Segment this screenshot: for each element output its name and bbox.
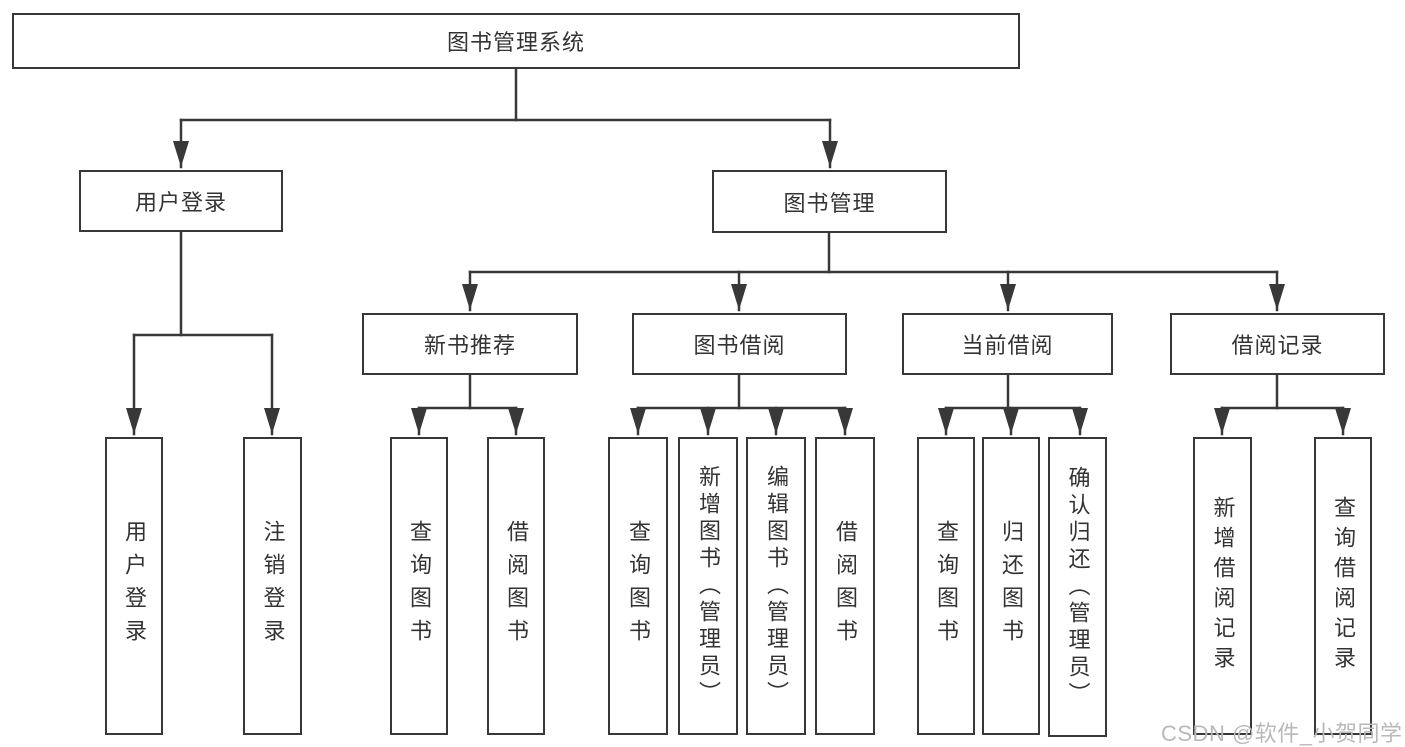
leaf-br-query-record: 查询借阅记录 xyxy=(1314,437,1372,735)
leaf-cb-confirm-return-admin-label: 确认归还（管理员） xyxy=(1065,465,1091,709)
node-book-borrow-label: 图书借阅 xyxy=(693,333,786,358)
connector-current-borrow-children xyxy=(938,373,1088,436)
leaf-br-add-record: 新增借阅记录 xyxy=(1193,437,1252,735)
leaf-cb-return-books: 归还图书 xyxy=(982,437,1040,735)
leaf-cb-confirm-return-admin: 确认归还（管理员） xyxy=(1048,437,1107,737)
leaf-user-login-label: 用户登录 xyxy=(122,520,147,652)
leaf-logout: 注销登录 xyxy=(243,437,302,735)
connector-new-book-recommend-children xyxy=(411,373,524,436)
leaf-br-query-record-label: 查询借阅记录 xyxy=(1331,496,1356,676)
node-library-system-label: 图书管理系统 xyxy=(446,30,585,55)
leaf-br-add-record-label: 新增借阅记录 xyxy=(1210,496,1236,676)
csdn-watermark: CSDN @软件_小贺同学 xyxy=(1161,721,1403,746)
leaf-bb-query-books: 查询图书 xyxy=(608,437,668,735)
leaf-bb-edit-books-admin-label: 编辑图书（管理员） xyxy=(764,464,789,708)
leaf-nbr-borrow-books: 借阅图书 xyxy=(487,437,545,735)
node-new-book-recommend-label: 新书推荐 xyxy=(423,333,516,358)
connector-book-borrow-children xyxy=(630,373,853,436)
leaf-bb-edit-books-admin: 编辑图书（管理员） xyxy=(746,437,806,735)
node-book-management: 图书管理 xyxy=(712,170,947,233)
leaf-nbr-query-books: 查询图书 xyxy=(390,437,448,735)
node-book-borrow: 图书借阅 xyxy=(632,313,847,375)
leaf-nbr-query-books-label: 查询图书 xyxy=(407,520,432,652)
node-book-management-label: 图书管理 xyxy=(783,190,876,216)
node-library-system: 图书管理系统 xyxy=(12,13,1020,69)
connector-root-to-level2 xyxy=(173,67,838,169)
leaf-nbr-borrow-books-label: 借阅图书 xyxy=(504,520,529,652)
leaf-bb-add-books-admin: 新增图书（管理员） xyxy=(678,437,738,735)
node-current-borrow-label: 当前借阅 xyxy=(961,333,1054,358)
leaf-cb-query-books: 查询图书 xyxy=(917,437,975,735)
connector-borrow-records-children xyxy=(1214,373,1351,436)
node-new-book-recommend: 新书推荐 xyxy=(362,313,578,375)
node-user-login-label: 用户登录 xyxy=(134,190,227,215)
node-borrow-records: 借阅记录 xyxy=(1170,313,1385,375)
leaf-cb-return-books-label: 归还图书 xyxy=(999,520,1024,652)
node-current-borrow: 当前借阅 xyxy=(902,313,1113,375)
node-borrow-records-label: 借阅记录 xyxy=(1231,333,1324,358)
connector-user-login-children xyxy=(126,230,280,436)
leaf-bb-borrow-books: 借阅图书 xyxy=(815,437,875,735)
connector-book-mgmt-to-level3 xyxy=(462,231,1285,312)
leaf-user-login: 用户登录 xyxy=(105,437,163,735)
leaf-bb-borrow-books-label: 借阅图书 xyxy=(833,520,858,652)
leaf-bb-query-books-label: 查询图书 xyxy=(626,520,651,652)
leaf-cb-query-books-label: 查询图书 xyxy=(934,520,959,652)
node-user-login: 用户登录 xyxy=(79,170,283,232)
leaf-logout-label: 注销登录 xyxy=(260,520,286,652)
leaf-bb-add-books-admin-label: 新增图书（管理员） xyxy=(696,464,721,708)
